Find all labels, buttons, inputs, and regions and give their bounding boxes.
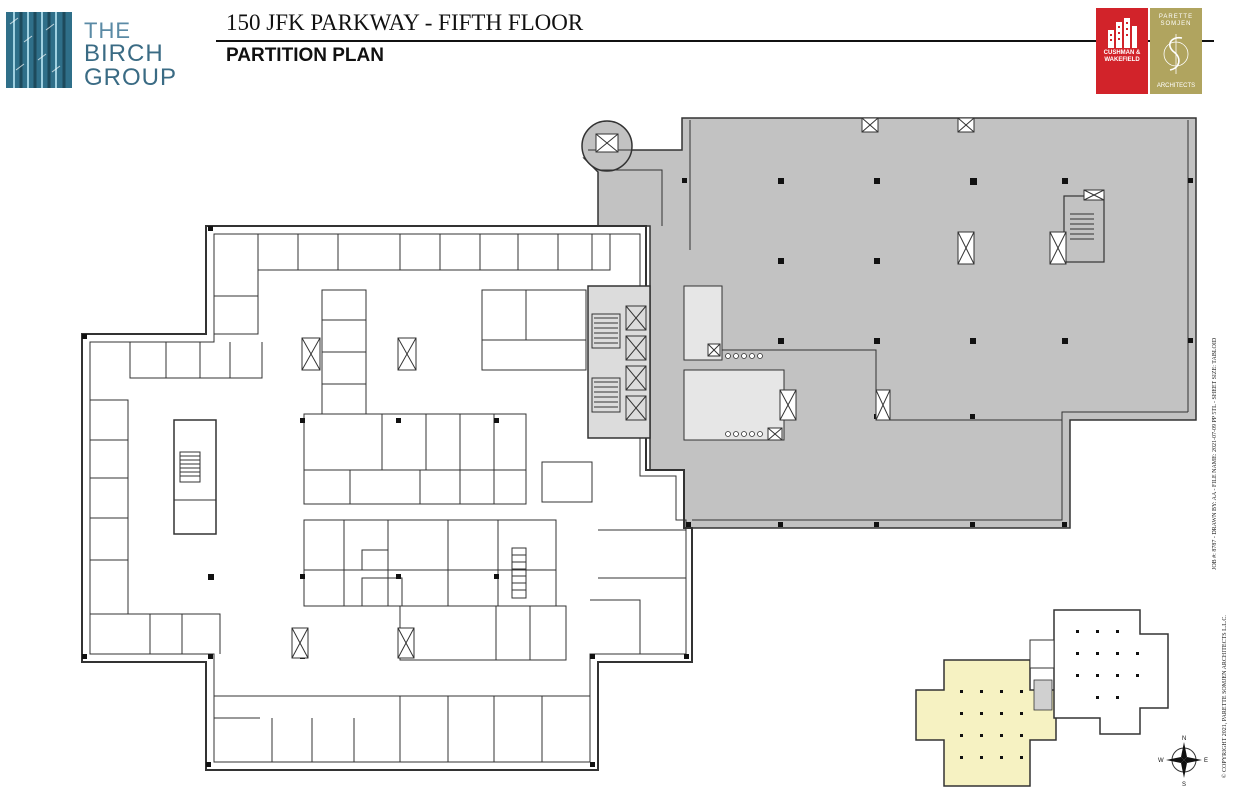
copyright-text: © COPYRIGHT 2021, PARETTE SOMJEN ARCHITE… bbox=[1221, 615, 1228, 778]
cushman-wakefield-logo: CUSHMAN & WAKEFIELD bbox=[1096, 8, 1148, 94]
compass-north: N bbox=[1182, 736, 1186, 742]
compass-south: S bbox=[1182, 782, 1186, 788]
header-divider bbox=[216, 40, 1214, 42]
birch-logo-icon bbox=[6, 12, 72, 88]
interior-rooms bbox=[303, 289, 593, 661]
north-arrow-icon: N S E W bbox=[1158, 736, 1208, 788]
company-name-line2: BIRCH bbox=[84, 40, 164, 67]
perimeter-offices bbox=[90, 234, 686, 762]
parette-line2: SOMJEN bbox=[1160, 21, 1192, 27]
monogram-icon bbox=[1163, 34, 1189, 74]
side-info-text: © COPYRIGHT 2021, PARETTE SOMJEN ARCHITE… bbox=[1206, 300, 1230, 780]
keyplan bbox=[915, 609, 1169, 787]
stair-core-left bbox=[173, 419, 217, 535]
compass-west: W bbox=[1158, 758, 1164, 764]
parette-line1: PARETTE bbox=[1158, 14, 1194, 20]
structural-columns bbox=[82, 178, 1193, 767]
shaded-area bbox=[581, 117, 1197, 529]
cushman-line2: WAKEFIELD bbox=[1104, 57, 1140, 63]
building-icon bbox=[1108, 18, 1137, 48]
job-info-text: JOB #: 8787 - DRAWN BY: AA - FILE NAME: … bbox=[1212, 337, 1218, 570]
page-subtitle: PARTITION PLAN bbox=[226, 45, 384, 66]
shaft-symbols bbox=[291, 117, 1105, 659]
company-name-line3: GROUP bbox=[84, 64, 178, 91]
parette-somjen-logo: PARETTE SOMJEN ARCHITECTS bbox=[1150, 8, 1202, 94]
parette-line3: ARCHITECTS bbox=[1156, 83, 1196, 89]
page-title: 150 JFK PARKWAY - FIFTH FLOOR bbox=[226, 10, 584, 35]
interior-stair bbox=[511, 547, 527, 599]
elevator-core bbox=[587, 285, 785, 441]
compass-east: E bbox=[1204, 758, 1208, 764]
company-name-line1: THE bbox=[84, 18, 131, 43]
cushman-line1: CUSHMAN & bbox=[1103, 50, 1141, 56]
